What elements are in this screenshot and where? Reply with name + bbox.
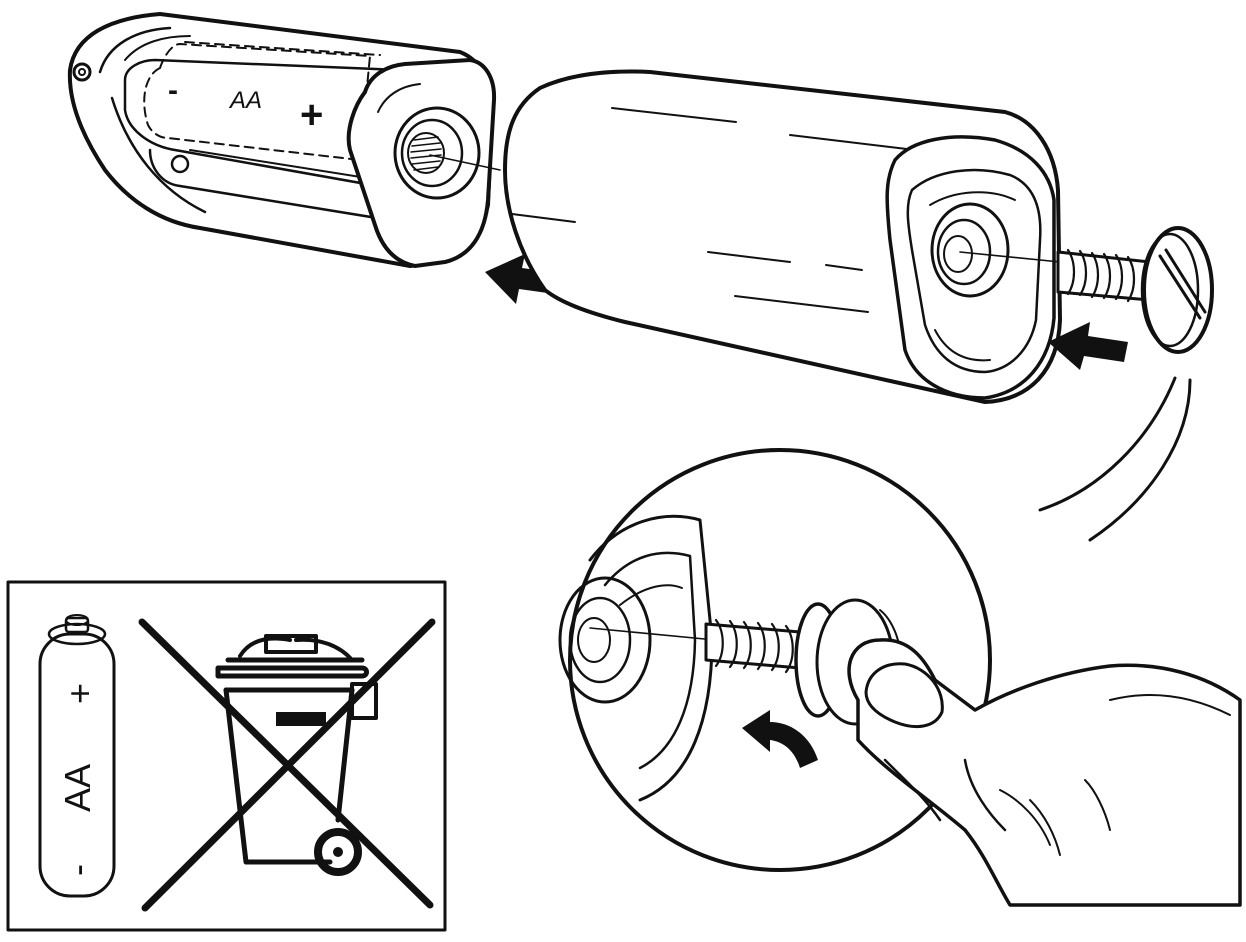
callout-tail xyxy=(1040,378,1190,540)
detail-magnifier xyxy=(560,450,990,870)
holder-battery-plus: + xyxy=(300,93,323,137)
disposal-notice-box: + AA - xyxy=(8,582,445,930)
holder-battery-label: AA xyxy=(228,87,262,114)
disposal-battery-plus: + xyxy=(59,683,100,704)
disposal-battery-label: AA xyxy=(57,764,98,812)
disposal-battery-minus: - xyxy=(57,864,98,876)
housing-cover-icon xyxy=(505,72,1060,402)
hand-icon xyxy=(849,640,1240,905)
holder-battery-minus: - xyxy=(168,74,178,107)
aa-battery-icon: + AA - xyxy=(40,615,114,896)
crossed-out-bin-icon xyxy=(142,622,432,908)
battery-holder-icon: - AA + xyxy=(70,14,494,266)
